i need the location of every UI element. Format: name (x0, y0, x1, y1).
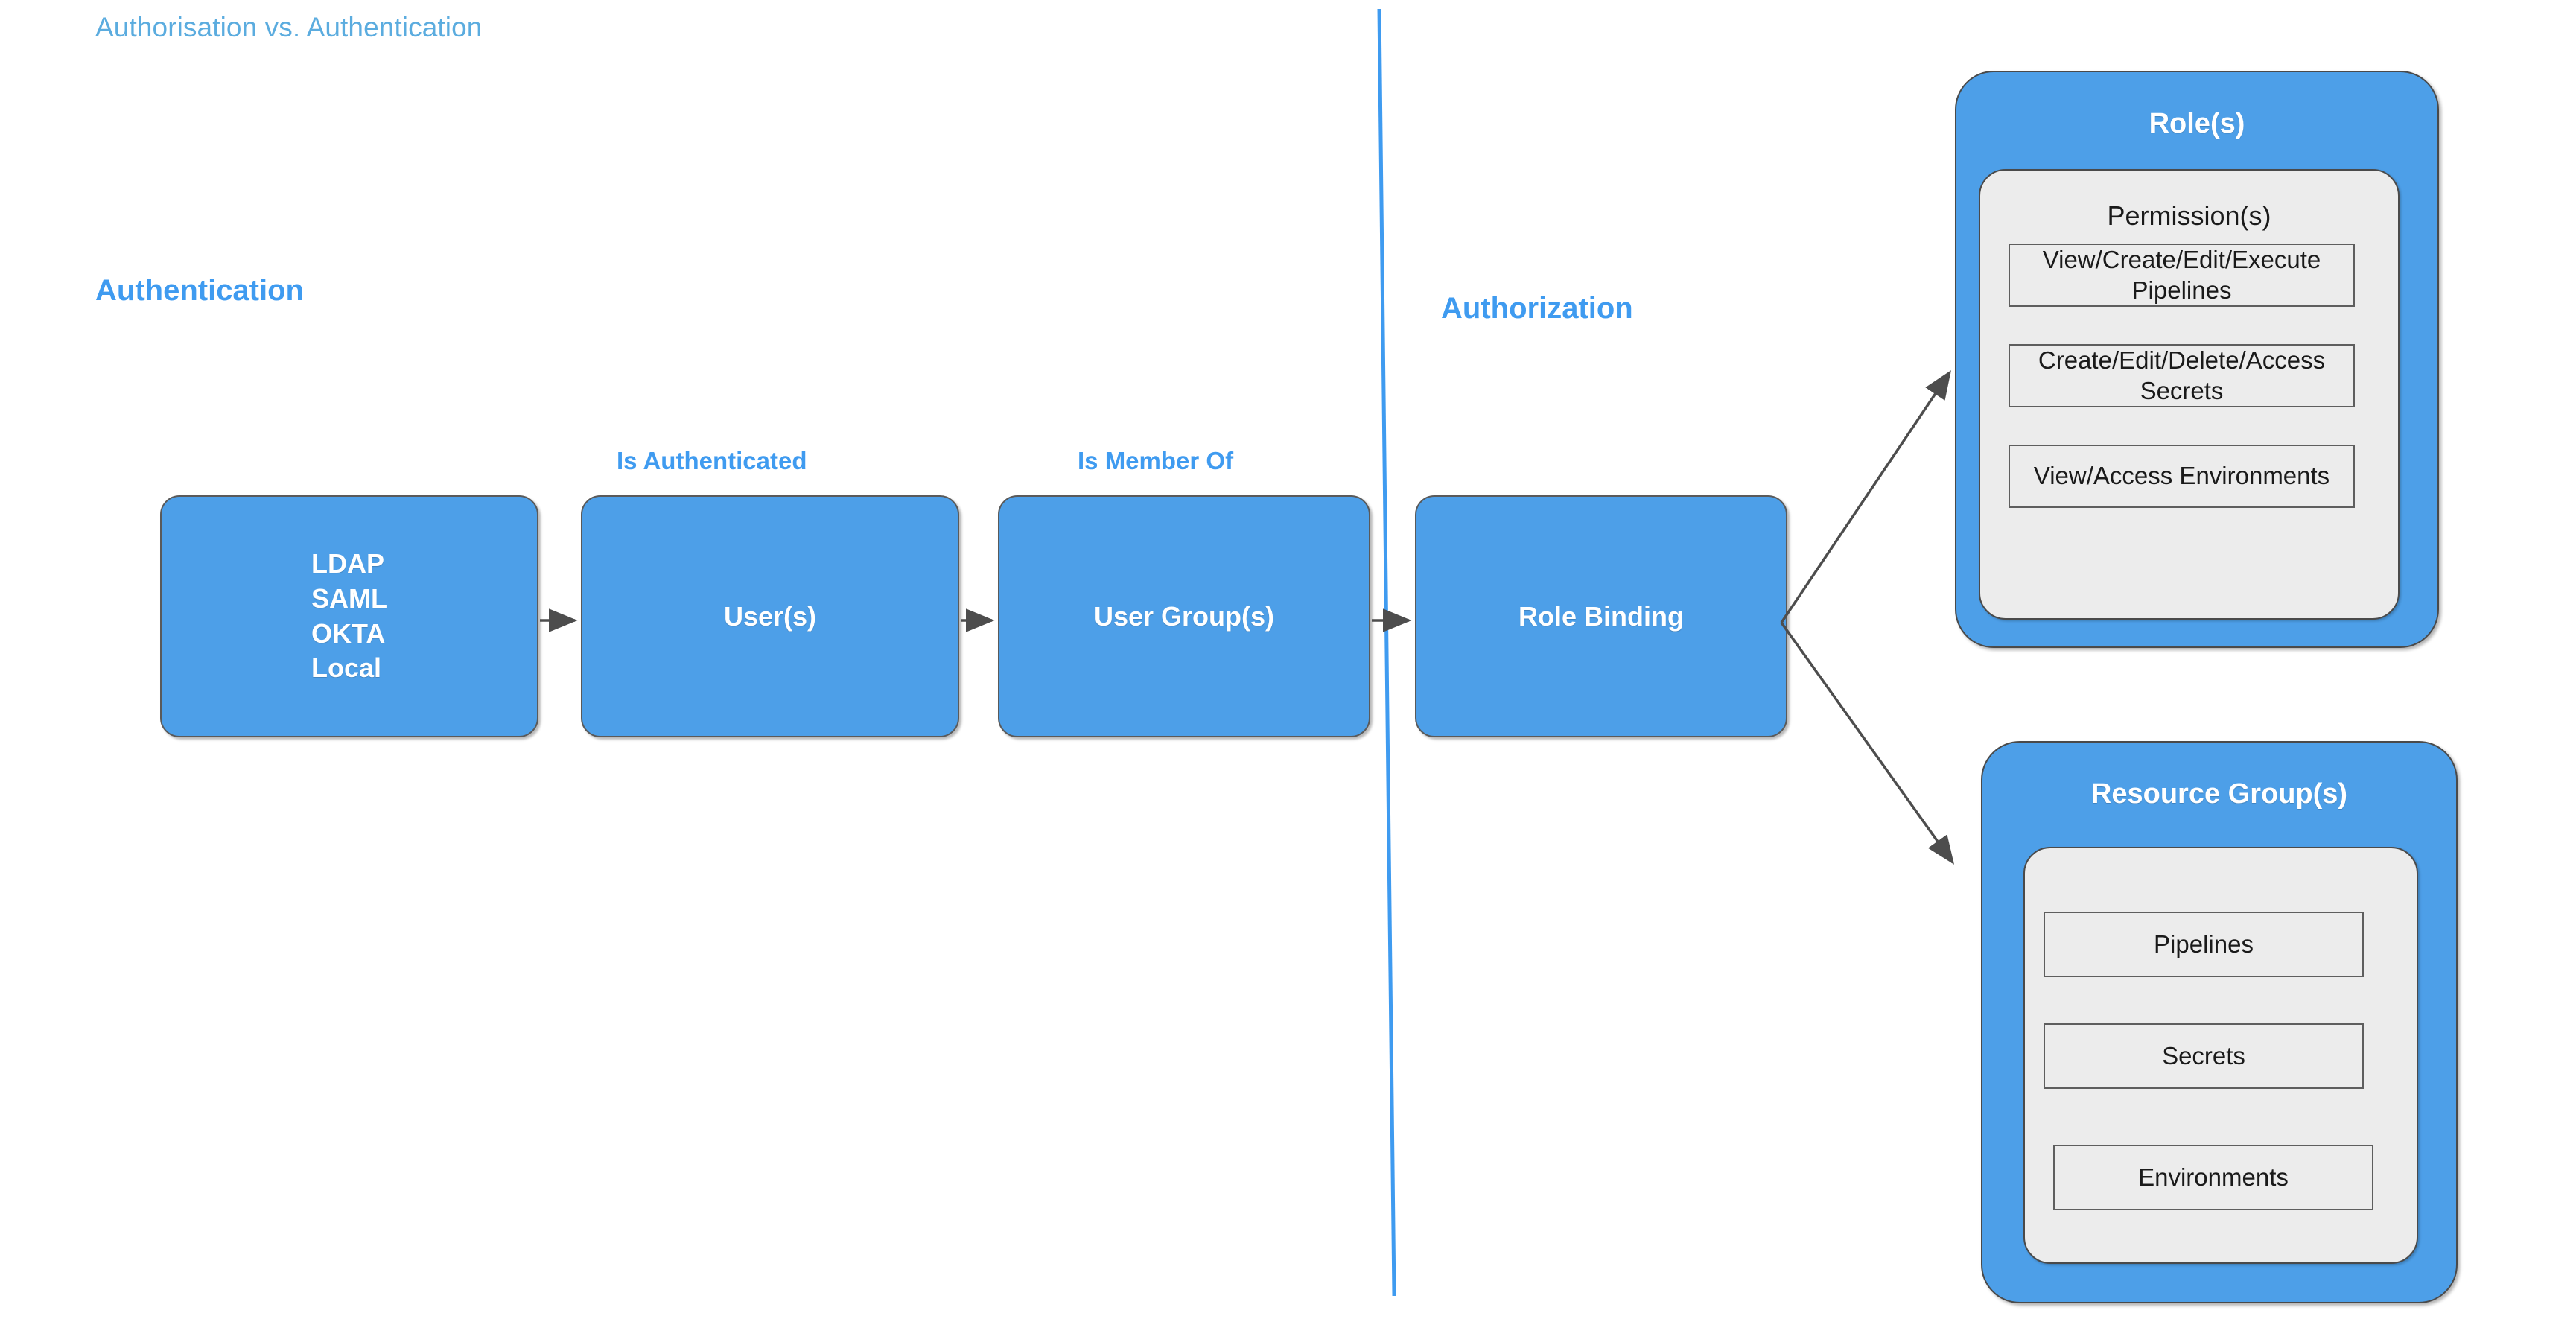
panel-roles-title: Role(s) (2149, 108, 2245, 139)
flow-box-user-groups-label: User Group(s) (1093, 600, 1275, 632)
resource-item-pipelines[interactable]: Pipelines (2044, 912, 2364, 977)
step-caption-is-member-of: Is Member Of (1078, 447, 1234, 474)
permission-item-secrets[interactable]: Create/Edit/Delete/Access Secrets (2009, 344, 2355, 407)
permission-item-environments[interactable]: View/Access Environments (2009, 445, 2355, 508)
panel-roles[interactable]: Role(s) Permission(s) View/Create/Edit/E… (1955, 71, 2439, 648)
arrow-role-binding-to-roles (1780, 370, 1951, 623)
resource-item-secrets[interactable]: Secrets (2044, 1023, 2364, 1089)
section-label-authorization: Authorization (1441, 292, 1633, 325)
panel-resource-groups-title: Resource Group(s) (2090, 778, 2348, 810)
provider-ldap: LDAP (311, 547, 384, 579)
permission-item-pipelines-label: View/Create/Edit/Execute Pipelines (2042, 246, 2321, 304)
flow-box-identity-providers-label: LDAP SAML OKTA Local (311, 547, 387, 686)
page-title: Authorisation vs. Authentication (95, 12, 483, 42)
flow-box-identity-providers[interactable]: LDAP SAML OKTA Local (160, 495, 538, 737)
permissions-heading: Permission(s) (2107, 200, 2271, 231)
permission-item-environments-label: View/Access Environments (2033, 462, 2330, 490)
permission-item-pipelines[interactable]: View/Create/Edit/Execute Pipelines (2009, 244, 2355, 307)
permission-item-secrets-label: Create/Edit/Delete/Access Secrets (2038, 346, 2326, 404)
flow-box-role-binding-label: Role Binding (1518, 600, 1684, 632)
panel-resource-groups-inner: Pipelines Secrets Environments (2023, 847, 2418, 1264)
vertical-divider-icon (1377, 8, 1396, 1297)
panel-roles-permissions: Permission(s) View/Create/Edit/Execute P… (1979, 169, 2400, 620)
flow-box-users[interactable]: User(s) (581, 495, 959, 737)
resource-item-secrets-label: Secrets (2162, 1041, 2245, 1069)
arrow-role-binding-to-resource-groups (1780, 621, 1955, 865)
flow-box-users-label: User(s) (723, 600, 817, 632)
section-label-authentication: Authentication (95, 274, 304, 307)
provider-saml: SAML (311, 582, 387, 614)
panel-resource-groups[interactable]: Resource Group(s) Pipelines Secrets Envi… (1981, 741, 2458, 1303)
flow-box-user-groups[interactable]: User Group(s) (998, 495, 1370, 737)
provider-local: Local (311, 652, 382, 684)
flow-box-role-binding[interactable]: Role Binding (1415, 495, 1787, 737)
provider-okta: OKTA (311, 617, 386, 649)
resource-item-environments[interactable]: Environments (2053, 1145, 2373, 1210)
resource-item-environments-label: Environments (2138, 1163, 2289, 1191)
step-caption-is-authenticated: Is Authenticated (617, 447, 807, 474)
resource-item-pipelines-label: Pipelines (2154, 929, 2254, 958)
